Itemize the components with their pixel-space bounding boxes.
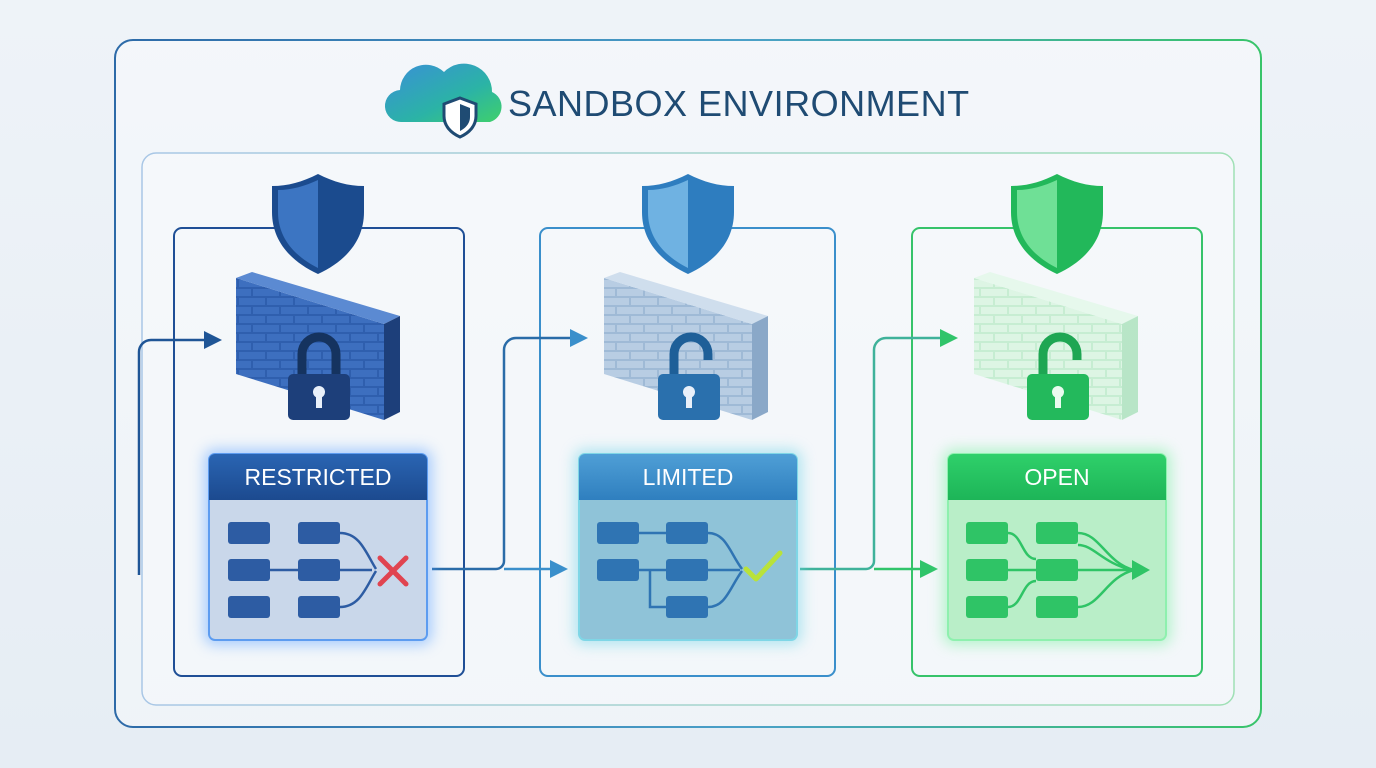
shield-icon [1011, 174, 1103, 274]
card-header-open: OPEN [948, 454, 1166, 500]
padlock-icon [658, 332, 720, 420]
shield-icon [642, 174, 734, 274]
diagram-title: SANDBOX ENVIRONMENT [508, 83, 970, 124]
padlock-icon [1027, 332, 1089, 420]
arrow-icon [1132, 560, 1150, 580]
check-icon [743, 550, 783, 582]
card-header-limited: LIMITED [579, 454, 797, 500]
shield-icon [272, 174, 364, 274]
padlock-icon [288, 332, 350, 420]
card-header-restricted: RESTRICTED [209, 454, 427, 500]
cloud-shield-icon [384, 63, 502, 139]
arrow-icon [137, 329, 958, 578]
cross-icon [377, 555, 409, 587]
